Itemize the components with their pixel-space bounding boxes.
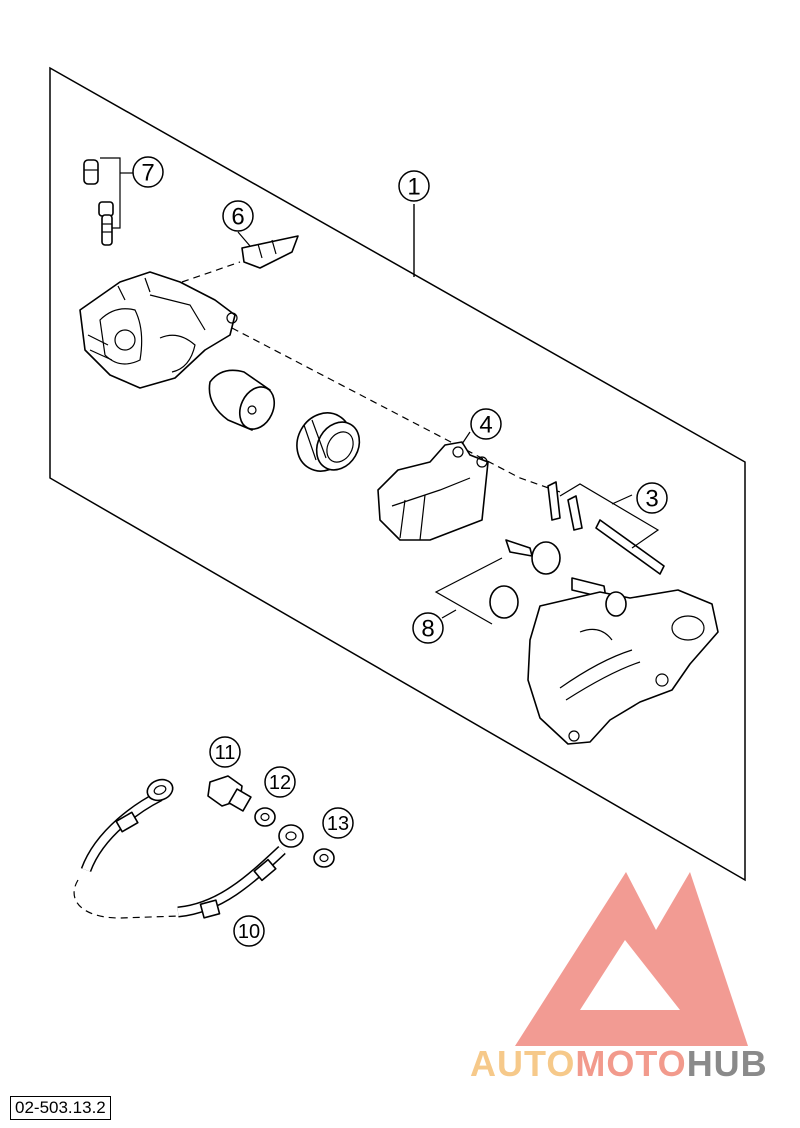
banjo-bolt-part <box>207 775 252 812</box>
callout-number: 12 <box>269 772 291 794</box>
callout-number: 10 <box>238 921 260 943</box>
callout-12: 12 <box>264 766 296 798</box>
leader-3 <box>559 483 660 549</box>
leader-6 <box>237 231 251 247</box>
callout-circle <box>470 408 502 440</box>
pad-pin-part <box>547 481 665 575</box>
slide-pins-part <box>489 539 607 619</box>
callout-4: 4 <box>470 408 502 440</box>
callout-number: 11 <box>215 742 236 764</box>
assembly-frame <box>49 66 746 882</box>
callout-number: 13 <box>327 813 349 835</box>
callout-number: 4 <box>479 412 492 439</box>
callout-number: 1 <box>407 174 420 201</box>
callout-circle <box>209 736 241 768</box>
callout-circle <box>264 766 296 798</box>
callout-number: 7 <box>141 160 154 187</box>
leader-4 <box>461 431 471 445</box>
callout-circle <box>233 915 265 947</box>
callout-circle <box>222 200 254 232</box>
callout-circle <box>636 482 668 514</box>
watermark-text: AUTOMOTOHUB <box>470 1043 768 1084</box>
assembly-axis-main <box>231 327 561 493</box>
callout-10: 10 <box>233 915 265 947</box>
brake-pads-part <box>377 441 489 541</box>
callout-circle <box>322 807 354 839</box>
callout-13: 13 <box>322 807 354 839</box>
callout-number: 8 <box>421 616 434 643</box>
brake-hose-part <box>73 778 304 919</box>
callout-circle <box>398 170 430 202</box>
leader-8 <box>434 557 503 625</box>
callout-7: 7 <box>132 156 164 188</box>
callout-circle <box>412 612 444 644</box>
caliper-body-part <box>79 271 238 389</box>
pad-spring-part <box>241 235 299 269</box>
callout-number: 6 <box>231 204 244 231</box>
piston-part <box>208 369 276 431</box>
automotohub-logo-mark <box>515 872 748 1046</box>
callout-6: 6 <box>222 200 254 232</box>
callout-number: 3 <box>645 486 658 513</box>
callout-1: 1 <box>398 170 430 202</box>
callout-8: 8 <box>412 612 444 644</box>
callout-circle <box>132 156 164 188</box>
piston-seal-part <box>296 412 361 472</box>
sealing-washer-part <box>254 807 335 868</box>
callout-3: 3 <box>636 482 668 514</box>
diagram-code-label: 02-503.13.2 <box>10 1096 111 1120</box>
callout-11: 11 <box>209 736 241 768</box>
bleeder-screw-part <box>83 159 114 246</box>
assembly-axis <box>181 261 241 283</box>
caliper-bracket-part <box>527 589 719 745</box>
